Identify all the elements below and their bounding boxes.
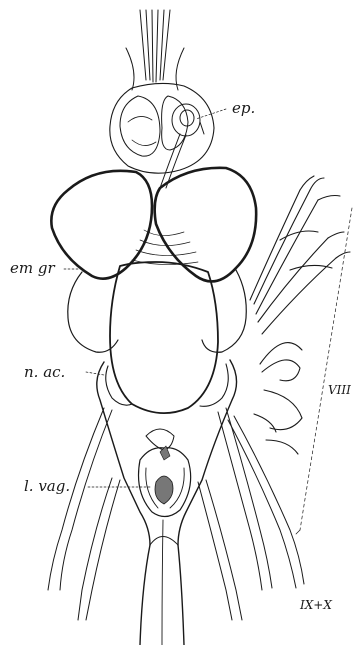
viii-bracket: [300, 208, 352, 530]
cranial-nerves-right: [198, 408, 272, 620]
label-n-ac: n. ac.: [24, 365, 65, 380]
nerve-viii: [250, 176, 350, 334]
telencephalon-left: [120, 96, 160, 156]
cranial-nerves-left: [48, 408, 120, 620]
nerve-ix-x: [228, 416, 304, 588]
n-ac-leader: [86, 372, 104, 375]
label-viii: VIII: [328, 384, 351, 396]
label-l-vag: l. vag.: [24, 479, 70, 494]
spinal-cord: [140, 520, 184, 645]
sacculus: [254, 343, 302, 454]
vagal-stipple: [155, 476, 173, 504]
olfactory-tract: [126, 10, 184, 90]
medulla-outline: [97, 362, 150, 545]
cerebellum: [110, 262, 218, 413]
label-ep: ep.: [232, 101, 255, 116]
fourth-ventricle: [146, 429, 174, 450]
label-ix-x: IX+X: [300, 599, 332, 611]
ep-leader: [196, 109, 226, 119]
label-em-gr: em gr: [10, 261, 55, 276]
